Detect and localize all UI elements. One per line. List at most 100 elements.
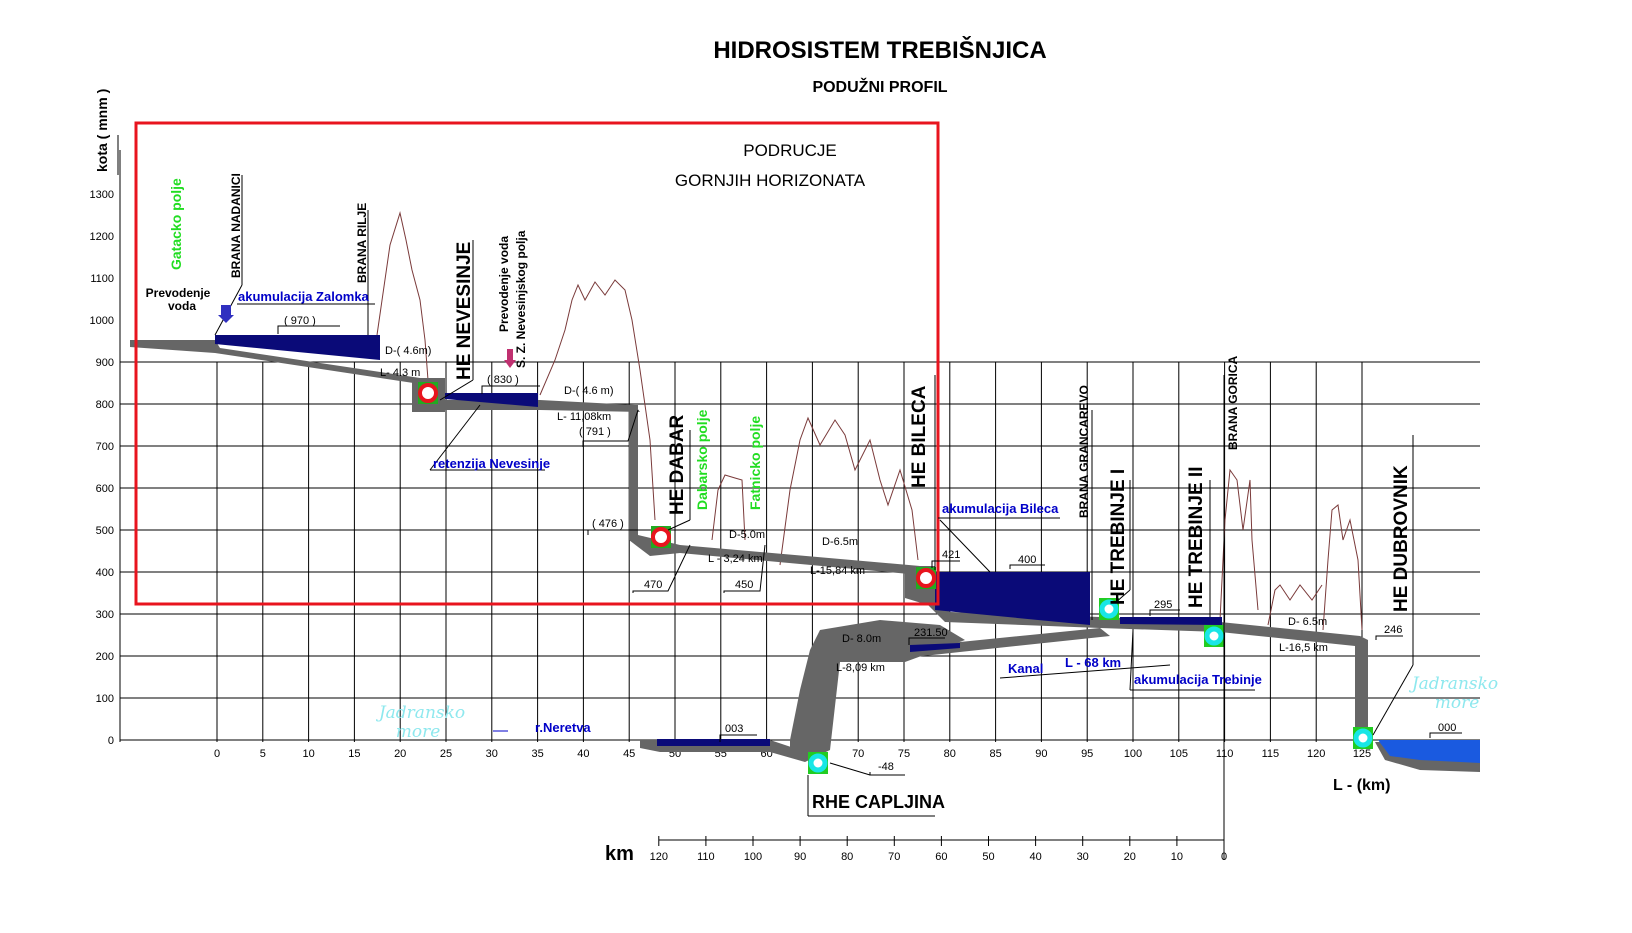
x-tick-label: 110 [1216, 748, 1234, 760]
y-tick-label: 200 [96, 651, 114, 663]
km-tick-label: 20 [1124, 851, 1136, 863]
reservoir-neretva [657, 739, 770, 746]
label-rhe-capljina: RHE CAPLJINA [812, 792, 945, 812]
dim-400: 400 [1018, 554, 1036, 566]
label-dabarsko-polje: Dabarsko polje [694, 409, 710, 510]
terrain-outline [376, 211, 1363, 631]
title: HIDROSISTEM TREBIŠNJICA [713, 36, 1046, 64]
label-brana-rilje: BRANA RILJE [355, 203, 369, 283]
label-prevodenje-voda: Prevodenje voda [497, 236, 511, 332]
x-tick-label: 40 [577, 748, 589, 760]
label-kanal-length: L - 68 km [1065, 655, 1121, 670]
x-axis-label: L - (km) [1333, 777, 1390, 794]
label-fatnicko-polje: Fatnicko polje [747, 416, 763, 510]
dim-d2: D-( 4.6 m) [564, 385, 614, 397]
km-tick-label: 40 [1029, 851, 1041, 863]
leader-lines [214, 175, 1414, 860]
label-brana-nadanici: BRANA NADANICI [229, 173, 243, 278]
x-tick-label: 0 [214, 748, 220, 760]
station-he-trebinje-1[interactable] [1099, 598, 1119, 620]
station-he-trebinje-2[interactable] [1204, 625, 1224, 647]
dim-d6: D- 6.5m [1288, 616, 1327, 628]
x-tick-label: 90 [1035, 748, 1047, 760]
km-tick-label: 10 [1171, 851, 1183, 863]
dim-l1: L- 4.3 m [380, 367, 420, 379]
dim-470: 470 [644, 579, 662, 591]
x-tick-label: 80 [944, 748, 956, 760]
x-tick-label: 70 [852, 748, 864, 760]
km-tick-label: 60 [935, 851, 947, 863]
x-tick-label: 120 [1307, 748, 1325, 760]
dim-246: 246 [1384, 624, 1402, 636]
km-tick-label: 70 [888, 851, 900, 863]
label-akumulacija-bileca: akumulacija Bileca [942, 501, 1059, 516]
station-he-nevesinje[interactable] [418, 382, 438, 404]
x-tick-label: 25 [440, 748, 452, 760]
station-he-dabar[interactable] [651, 526, 671, 548]
diversion-arrow-icon [504, 349, 516, 368]
label-he-dabar: HE DABAR [667, 414, 688, 515]
dim-450: 450 [735, 579, 753, 591]
label-brana-gorica: BRANA GORICA [1226, 355, 1240, 450]
label-prevodenje: Prevodenje [146, 286, 211, 300]
y-tick-label: 1300 [90, 189, 114, 201]
x-tick-label: 20 [394, 748, 406, 760]
dim-231: 231.50 [914, 627, 948, 639]
subtitle: PODUŽNI PROFIL [812, 77, 947, 96]
x-tick-label: 85 [989, 748, 1001, 760]
label-sea-1-line1: Jadransko [376, 703, 465, 723]
station-he-dubrovnik[interactable] [1353, 727, 1373, 749]
reservoirs [215, 335, 1222, 746]
grid [119, 150, 1480, 742]
dim-d1: D-( 4.6m) [385, 345, 431, 357]
dim-421: 421 [942, 549, 960, 561]
label-retenzija-nevesinje: retenzija Nevesinje [433, 456, 550, 471]
dimension-labels: ( 970 ) D-( 4.6m) L- 4.3 m ( 830 ) D-( 4… [284, 315, 1456, 773]
reservoir-zalomka [215, 335, 380, 360]
reservoir-capljina-upper [910, 643, 960, 652]
label-he-dubrovnik: HE DUBROVNIK [1391, 465, 1412, 612]
label-brana-grancarevo: BRANA GRANCAREVO [1077, 385, 1091, 518]
y-tick-label: 1100 [90, 273, 114, 285]
label-he-nevesinje: HE NEVESINJE [454, 242, 475, 380]
dim-l5: L-8,09 km [836, 662, 885, 674]
km-tick-label: 100 [744, 851, 762, 863]
x-tick-label: 45 [623, 748, 635, 760]
y-tick-label: 1000 [90, 315, 114, 327]
label-sea-2-line2: more [1435, 693, 1480, 713]
y-axis-ticks: 0100200300400500600700800900100011001200… [90, 189, 114, 747]
x-tick-label: 95 [1081, 748, 1093, 760]
station-rhe-capljina[interactable] [808, 752, 828, 774]
x-tick-label: 5 [260, 748, 266, 760]
diversion-arrow-icon [218, 305, 234, 323]
dim-d5: D- 8.0m [842, 633, 881, 645]
x-tick-label: 35 [531, 748, 543, 760]
x-tick-label: 115 [1262, 748, 1280, 760]
dim-l6: L-16,5 km [1279, 642, 1328, 654]
label-voda: voda [168, 299, 196, 313]
dim-970: ( 970 ) [284, 315, 316, 327]
reservoir-nevesinje [445, 393, 538, 407]
y-tick-label: 700 [96, 441, 114, 453]
dim-d3: D-5.0m [729, 529, 765, 541]
x-tick-label: 75 [898, 748, 910, 760]
label-sz-nevesinjskog-polja: S. Z. Nevesinjskog polja [514, 230, 528, 368]
x-tick-label: 125 [1353, 748, 1371, 760]
reservoir-trebinje [1120, 617, 1222, 625]
km-tick-label: 80 [841, 851, 853, 863]
station-he-bileca[interactable] [916, 567, 936, 589]
km-tick-label: 110 [697, 851, 715, 863]
label-akumulacija-trebinje: akumulacija Trebinje [1134, 672, 1262, 687]
label-gatacko-polje: Gatacko polje [168, 178, 184, 270]
dim-295: 295 [1154, 599, 1172, 611]
tunnels [130, 340, 1480, 772]
y-tick-label: 900 [96, 357, 114, 369]
km-tick-label: 90 [794, 851, 806, 863]
label-kanal: Kanal [1008, 661, 1043, 676]
x-tick-label: 30 [486, 748, 498, 760]
label-sea-1-line2: more [396, 722, 441, 742]
y-tick-label: 300 [96, 609, 114, 621]
y-tick-label: 100 [96, 693, 114, 705]
label-he-trebinje-1: HE TREBINJE I [1108, 469, 1129, 605]
